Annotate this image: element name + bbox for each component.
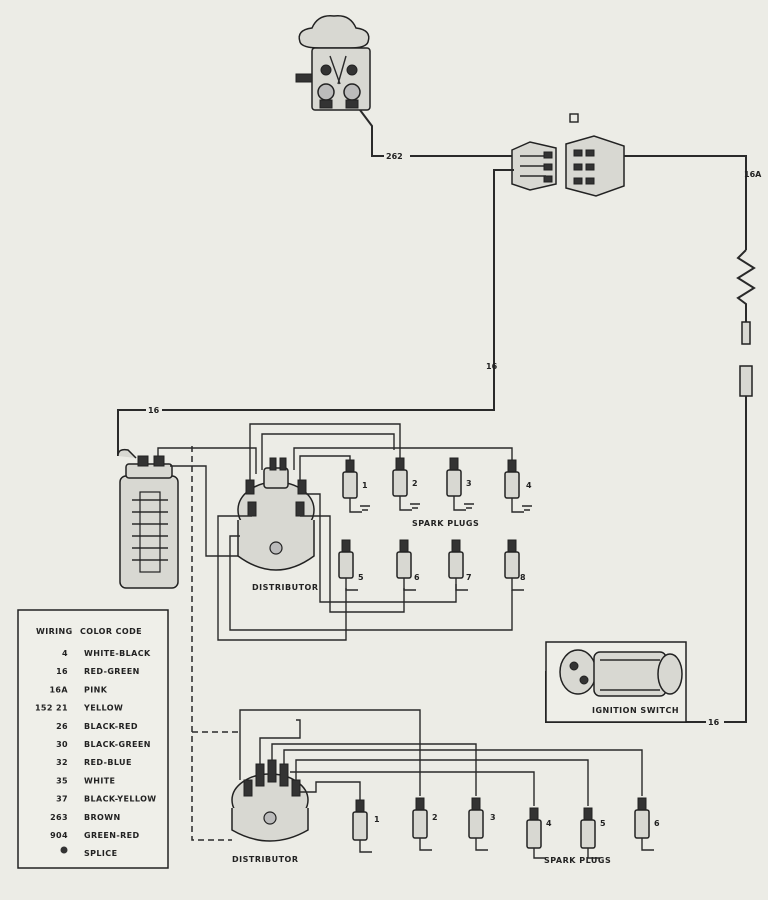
wire-label-262: 262 <box>386 152 403 161</box>
legend-color-3: YELLOW <box>83 704 123 713</box>
spark-plug-1: 1 <box>342 459 370 513</box>
spark-plugs-upper-label: SPARK PLUGS <box>412 519 479 528</box>
legend-header-wiring: WIRING <box>36 627 73 636</box>
legend-code-0: 4 <box>62 649 68 658</box>
legend-code-1: 16 <box>56 667 68 676</box>
legend-code-6: 32 <box>56 758 68 767</box>
legend-code-5: 30 <box>56 740 68 749</box>
wire-label-16a: 16A <box>744 170 762 179</box>
svg-text:4: 4 <box>546 819 552 828</box>
ignition-switch-label: IGNITION SWITCH <box>592 706 679 715</box>
spark-plug-6: 6 <box>396 539 420 591</box>
svg-text:6: 6 <box>414 573 420 582</box>
spark-plugs-v8: 1 2 3 4 5 <box>338 457 532 591</box>
svg-text:6: 6 <box>654 819 660 828</box>
spark-plug-4-lower: 4 <box>526 807 552 859</box>
legend-color-10: GREEN-RED <box>84 831 140 840</box>
spark-plug-8: 8 <box>504 539 526 591</box>
distributor-upper-icon <box>237 457 315 571</box>
legend-code-10: 904 <box>50 831 68 840</box>
legend-color-6: RED-BLUE <box>84 758 132 767</box>
legend-color-5: BLACK-GREEN <box>84 740 151 749</box>
legend-code-4: 26 <box>56 722 68 731</box>
svg-text:2: 2 <box>412 479 418 488</box>
spark-plug-2: 2 <box>392 457 420 511</box>
wire-label-16-bottom: 16 <box>708 718 720 727</box>
legend-color-9: BROWN <box>84 813 121 822</box>
legend-code-9: 263 <box>50 813 68 822</box>
legend-color-8: BLACK-YELLOW <box>84 795 157 804</box>
spark-plugs-lower-label: SPARK PLUGS <box>544 856 611 865</box>
svg-text:4: 4 <box>526 481 532 490</box>
legend-code-2: 16A <box>49 685 68 694</box>
spark-plug-2-lower: 2 <box>412 797 438 851</box>
connector-icon <box>511 113 625 197</box>
svg-text:2: 2 <box>432 813 438 822</box>
distributor-lower-icon <box>231 759 309 842</box>
legend-color-11: SPLICE <box>84 849 117 858</box>
legend-code-3: 152 21 <box>35 704 68 713</box>
svg-text:5: 5 <box>358 573 364 582</box>
coil-icon <box>117 448 179 589</box>
wire-label-16-vertical: 16 <box>486 362 498 371</box>
legend-color-1: RED-GREEN <box>84 667 140 676</box>
spark-plugs-6cyl: 1 2 3 4 5 6 <box>352 797 660 859</box>
svg-text:3: 3 <box>466 479 472 488</box>
distributor-upper-label: DISTRIBUTOR <box>252 583 318 592</box>
starter-relay-icon <box>295 15 371 111</box>
legend-color-2: PINK <box>84 685 108 694</box>
resistor-icon <box>736 249 756 322</box>
legend-header-color: COLOR CODE <box>80 627 142 636</box>
spark-plug-3: 3 <box>446 457 474 511</box>
legend-code-7: 35 <box>56 776 68 785</box>
spark-plug-5-lower: 5 <box>580 807 606 859</box>
svg-text:7: 7 <box>466 573 472 582</box>
distributor-lower-label: DISTRIBUTOR <box>232 855 298 864</box>
spark-plug-3-lower: 3 <box>468 797 496 851</box>
legend-color-0: WHITE-BLACK <box>84 649 151 658</box>
ignition-switch-icon <box>545 641 687 723</box>
spark-plug-5: 5 <box>338 539 364 591</box>
svg-text:5: 5 <box>600 819 606 828</box>
svg-text:1: 1 <box>374 815 380 824</box>
legend-color-7: WHITE <box>84 776 115 785</box>
splice-icon <box>60 846 68 854</box>
spark-plug-6-lower: 6 <box>634 797 660 851</box>
spark-plug-4: 4 <box>504 459 532 513</box>
spark-plug-7: 7 <box>448 539 472 591</box>
wire-label-16-top: 16 <box>148 406 160 415</box>
svg-text:1: 1 <box>362 481 368 490</box>
svg-text:8: 8 <box>520 573 526 582</box>
svg-text:3: 3 <box>490 813 496 822</box>
spark-plug-1-lower: 1 <box>352 799 380 853</box>
wiring-color-code-legend: WIRING COLOR CODE 4 WHITE-BLACK 16 RED-GREE… <box>17 609 169 869</box>
legend-code-8: 37 <box>56 795 68 804</box>
legend-color-4: BLACK-RED <box>84 722 138 731</box>
